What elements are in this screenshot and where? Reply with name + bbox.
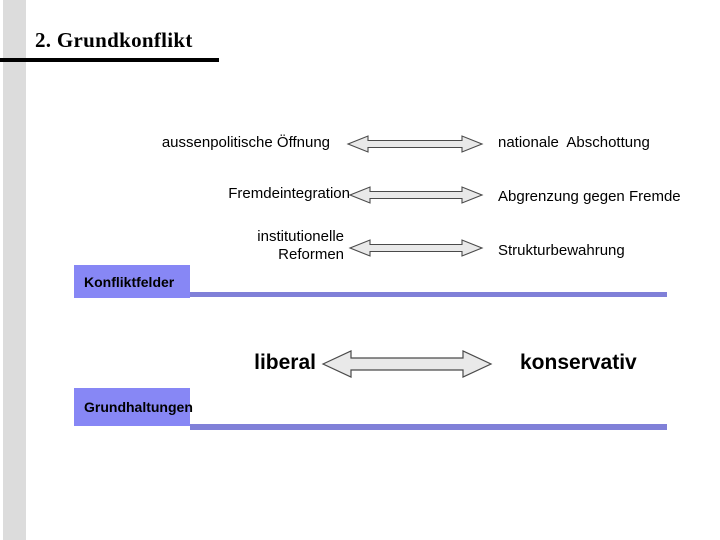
- left-decorative-stripe: [3, 0, 26, 540]
- conflict-row-1-right-label: nationale Abschottung: [498, 134, 650, 151]
- attitude-row-right-label: konservativ: [520, 351, 637, 374]
- category-box-grundhaltungen: Grundhaltungen: [74, 388, 193, 426]
- category-rule-konfliktfelder: [190, 292, 667, 297]
- attitude-row-left-label: liberal: [254, 351, 316, 374]
- title-underline-rule: [0, 58, 219, 62]
- double-headed-arrow-icon-3: [348, 235, 484, 261]
- category-box-konfliktfelder: Konfliktfelder: [74, 265, 190, 298]
- double-headed-arrow-icon-4: [321, 347, 493, 381]
- category-box-grundhaltungen-label: Grundhaltungen: [84, 399, 193, 415]
- conflict-row-2-right-label: Abgrenzung gegen Fremde: [498, 188, 681, 205]
- conflict-row-1-left-label: aussenpolitische Öffnung: [161, 134, 330, 151]
- conflict-row-2-left-label: Fremdeintegration: [228, 185, 350, 202]
- double-headed-arrow-icon-2: [348, 182, 484, 208]
- category-box-konfliktfelder-label: Konfliktfelder: [84, 273, 175, 290]
- conflict-row-3-right-label: Strukturbewahrung: [498, 242, 625, 259]
- page-title: 2. Grundkonflikt: [35, 28, 193, 52]
- conflict-row-3-left-label: institutionelle Reformen: [257, 228, 344, 263]
- category-rule-grundhaltungen: [190, 424, 667, 430]
- double-headed-arrow-icon-1: [346, 131, 484, 157]
